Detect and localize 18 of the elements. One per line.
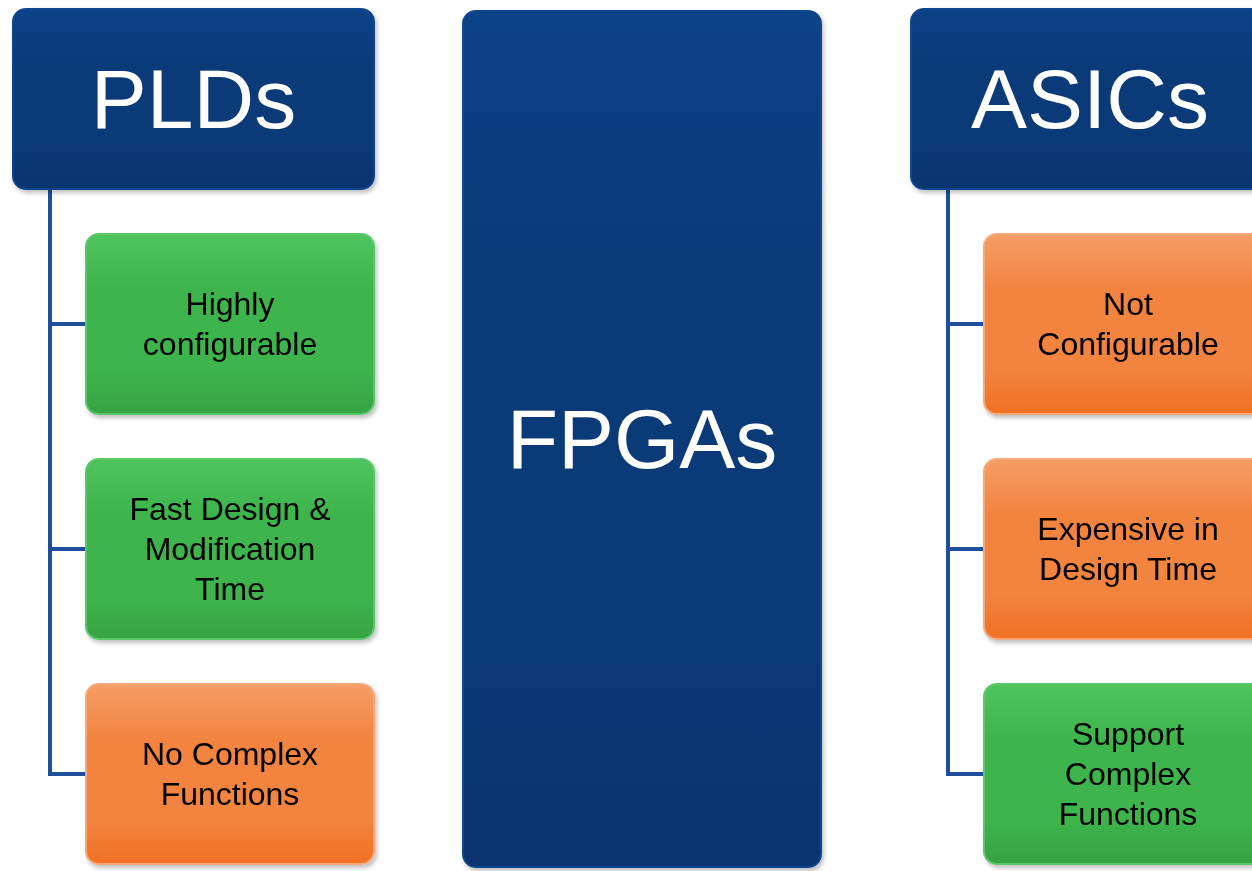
title-text: FPGAs: [506, 397, 778, 481]
category-header-box: [910, 8, 1252, 190]
feature-text: Not Configurable: [1036, 285, 1220, 364]
feature-text: Support Complex Functions: [1057, 715, 1199, 834]
feature-box: [983, 458, 1252, 640]
feature-text: Highly configurable: [141, 285, 319, 364]
category-header-box: [12, 8, 375, 190]
title-text: ASICs: [970, 57, 1210, 141]
feature-text: No Complex Functions: [140, 735, 320, 814]
feature-box: [983, 233, 1252, 415]
feature-box: [983, 683, 1252, 865]
feature-box: [85, 233, 375, 415]
feature-text: Expensive in Design Time: [1036, 510, 1220, 589]
feature-box: [85, 458, 375, 640]
center-title-box: [462, 10, 822, 868]
feature-text: Fast Design & Modification Time: [128, 490, 332, 609]
title-text: PLDs: [90, 57, 297, 141]
feature-box: [85, 683, 375, 865]
